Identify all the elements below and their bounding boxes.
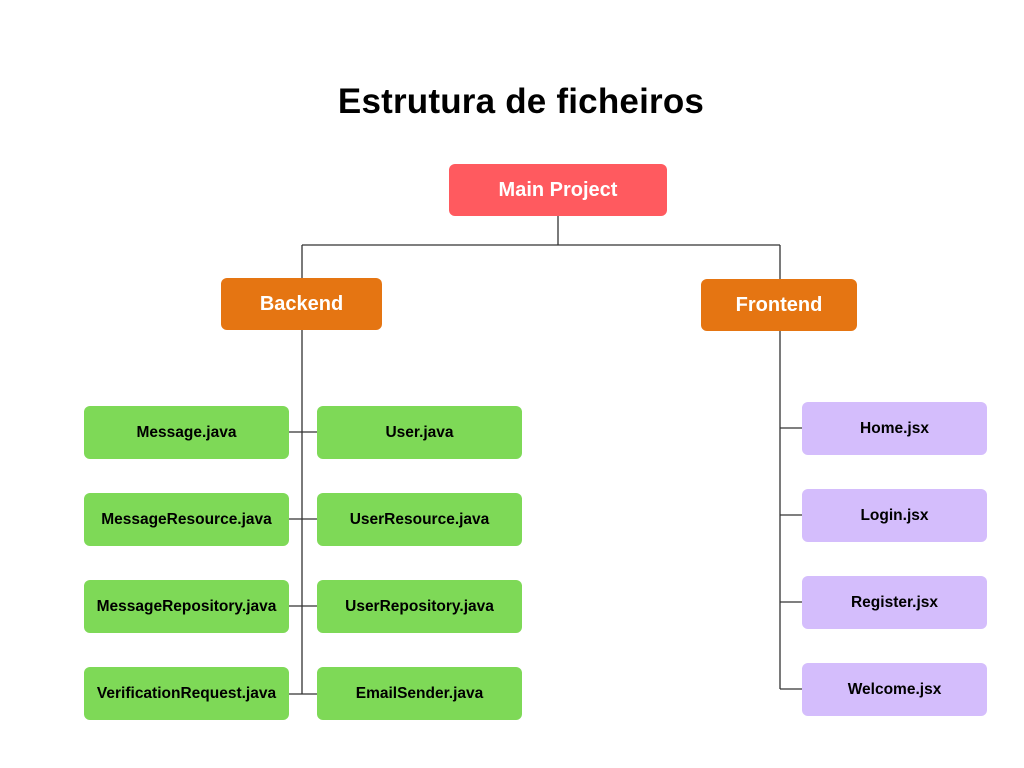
frontend-file-node: Welcome.jsx: [802, 663, 987, 716]
main-project-label: Main Project: [498, 178, 618, 201]
backend-node: Backend: [221, 278, 382, 330]
frontend-label: Frontend: [735, 293, 823, 316]
frontend-file-node: Register.jsx: [802, 576, 987, 629]
file-label: UserRepository.java: [345, 597, 494, 615]
backend-file-node: MessageResource.java: [84, 493, 289, 546]
file-label: MessageResource.java: [101, 510, 272, 528]
backend-file-node: VerificationRequest.java: [84, 667, 289, 720]
diagram-title: Estrutura de ficheiros: [337, 82, 705, 121]
backend-label: Backend: [259, 292, 344, 315]
file-label: User.java: [385, 423, 454, 441]
frontend-file-node: Login.jsx: [802, 489, 987, 542]
backend-file-node: UserRepository.java: [317, 580, 522, 633]
main-project-node: Main Project: [449, 164, 667, 216]
backend-file-node: User.java: [317, 406, 522, 459]
backend-file-node: UserResource.java: [317, 493, 522, 546]
file-label: UserResource.java: [349, 510, 490, 528]
backend-file-node: MessageRepository.java: [84, 580, 289, 633]
file-label: VerificationRequest.java: [96, 684, 277, 702]
file-label: Message.java: [136, 423, 237, 441]
file-label: Welcome.jsx: [847, 680, 942, 698]
file-label: MessageRepository.java: [96, 597, 277, 615]
frontend-file-node: Home.jsx: [802, 402, 987, 455]
file-label: EmailSender.java: [355, 684, 484, 702]
backend-file-node: EmailSender.java: [317, 667, 522, 720]
file-label: Home.jsx: [860, 419, 929, 437]
backend-file-node: Message.java: [84, 406, 289, 459]
file-label: Register.jsx: [850, 593, 939, 611]
frontend-node: Frontend: [701, 279, 857, 331]
file-label: Login.jsx: [860, 506, 929, 524]
